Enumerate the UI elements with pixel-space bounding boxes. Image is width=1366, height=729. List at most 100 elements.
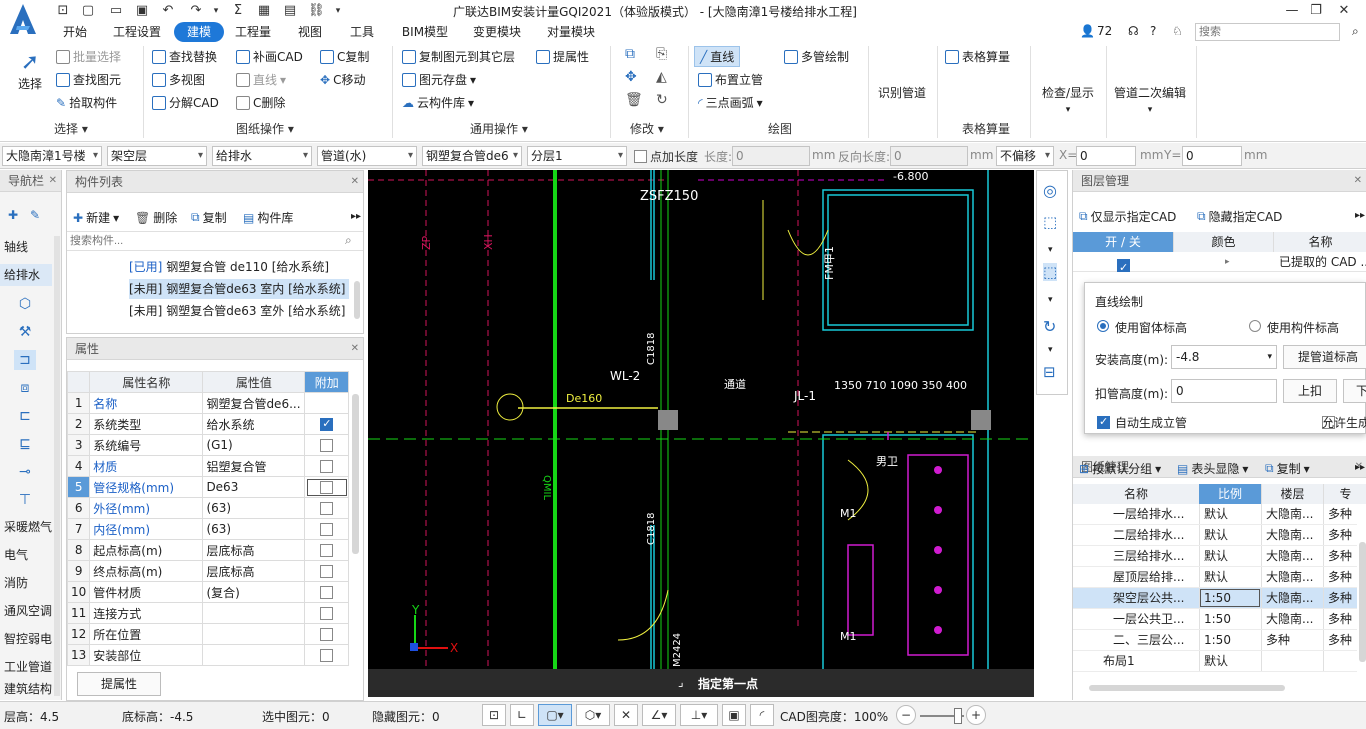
c-delete-button[interactable]: C删除 [236, 94, 285, 111]
property-value[interactable]: 钢塑复合管de6... [202, 392, 306, 414]
property-value[interactable]: (63) [202, 518, 306, 540]
group-by-default-button[interactable]: ⊞按默认分组 ▾ [1079, 461, 1162, 477]
drawing-scale[interactable]: 1:50 [1199, 588, 1261, 608]
extract-attribute-bottom-button[interactable]: 提属性 [77, 672, 161, 696]
x-input[interactable]: 0 [1076, 146, 1136, 166]
property-extra[interactable] [304, 455, 349, 477]
search-icon[interactable]: ⌕ [345, 233, 352, 247]
three-point-arc-button[interactable]: ◜三点画弧 ▾ [698, 95, 763, 111]
hide-cad-button[interactable]: ⧉隐藏指定CAD [1197, 209, 1283, 224]
property-extra[interactable] [304, 581, 349, 603]
3d-box-icon[interactable]: ⬡▾ [576, 704, 610, 726]
extra-checkbox[interactable] [320, 565, 334, 578]
close-icon[interactable]: ✕ [1354, 461, 1363, 472]
ortho-icon[interactable]: ∟ [510, 704, 534, 726]
extra-checkbox[interactable] [320, 460, 334, 473]
dropdown-icon[interactable]: ▾ [1048, 245, 1053, 255]
down-deduct-button[interactable]: 下 [1343, 379, 1366, 403]
help-icon[interactable]: ? [1150, 24, 1157, 38]
menu-quantity[interactable]: 工程量 [234, 25, 271, 39]
drawing-scale[interactable]: 默认 [1199, 525, 1261, 545]
property-value[interactable]: 给水系统 [202, 413, 306, 435]
extra-checkbox[interactable] [320, 649, 334, 662]
length-input[interactable]: 0 [732, 146, 810, 166]
install-height-input[interactable]: -4.8▾ [1171, 345, 1277, 369]
properties-scrollbar[interactable] [352, 394, 359, 554]
menu-bim-model[interactable]: BIM模型 [401, 25, 449, 39]
cloud-library-button[interactable]: ☁云构件库 ▾ [402, 95, 475, 111]
close-icon[interactable]: ✕ [48, 175, 57, 186]
explode-cad-button[interactable]: 分解CAD [152, 94, 219, 111]
redo-icon[interactable]: ↷ [190, 3, 202, 18]
drawing-scale[interactable]: 默认 [1199, 567, 1261, 587]
clipboard-icon[interactable]: ▤ [283, 3, 297, 18]
pipe-fitting-icon[interactable]: ⬡ [18, 296, 32, 312]
building-select[interactable]: 大隐南漳1号楼 [2, 146, 102, 166]
table-row[interactable]: 三层给排水...默认大隐南...多种 [1073, 546, 1357, 567]
grid-icon[interactable]: ▦ [257, 3, 271, 18]
brightness-slider-thumb[interactable] [954, 708, 962, 724]
property-extra[interactable] [304, 560, 349, 582]
property-value[interactable]: (G1) [202, 434, 306, 456]
offset-select[interactable]: 不偏移 [996, 146, 1054, 166]
multi-pipe-draw-button[interactable]: 多管绘制 [784, 48, 849, 65]
delete-component-button[interactable]: 🗑删除 [135, 210, 178, 226]
close-icon[interactable]: ✕ [350, 343, 359, 354]
valve-icon[interactable]: ⚒ [18, 324, 32, 340]
property-value[interactable] [202, 623, 306, 645]
list-item[interactable]: [未用] 钢塑复合管de63 室外 [给水系统] [129, 304, 346, 318]
extract-attribute-button[interactable]: 提属性 [536, 48, 589, 65]
property-extra[interactable] [304, 476, 349, 498]
view-settings-icon[interactable]: ⊟ [1043, 363, 1056, 381]
drawing-scrollbar-h[interactable] [1089, 685, 1285, 691]
drawing-scale[interactable]: 默认 [1199, 504, 1261, 524]
table-row[interactable]: 二层给排水...默认大隐南...多种 [1073, 525, 1357, 546]
property-value[interactable]: (63) [202, 497, 306, 519]
angle-icon[interactable]: ∠▾ [642, 704, 676, 726]
menu-tools[interactable]: 工具 [349, 25, 374, 39]
discipline-select[interactable]: 给排水 [212, 146, 312, 166]
lift-pipe-elev-button[interactable]: 提管道标高 [1283, 345, 1366, 369]
menu-start[interactable]: 开始 [62, 25, 87, 39]
3d-view-icon[interactable]: ⬚ [1043, 213, 1058, 231]
link-icon[interactable]: ⛓ [308, 3, 325, 18]
nav-scrollbar[interactable] [54, 236, 60, 696]
search-icon[interactable]: ⌕ [1352, 24, 1359, 38]
component-type-select[interactable]: 管道(水) [317, 146, 417, 166]
extra-checkbox[interactable] [320, 586, 334, 599]
list-scrollbar[interactable] [354, 281, 360, 319]
layer-row[interactable]: ▸ 已提取的 CAD ... [1073, 252, 1366, 278]
radio-component-elev[interactable] [1249, 320, 1261, 332]
c-move-button[interactable]: ✥C移动 [320, 72, 366, 88]
add-length-checkbox[interactable] [634, 150, 647, 163]
pipe-secondary-edit-button[interactable]: 管道二次编辑▾ [1114, 86, 1187, 115]
drawing-scale[interactable]: 默认 [1199, 546, 1261, 566]
shirt-icon[interactable]: ♘ [1172, 24, 1183, 38]
batch-select-button[interactable]: 批量选择 [56, 48, 121, 65]
property-value[interactable]: 层底标高 [202, 539, 306, 561]
extra-checkbox[interactable] [320, 607, 334, 620]
menu-modeling[interactable]: 建模 [174, 22, 224, 42]
cad-canvas[interactable]: Y X ZSFZ150 WL-2 De160 通道 JL-1 1350 710 … [368, 170, 1034, 697]
check-show-button[interactable]: 检查/显示▾ [1042, 86, 1095, 115]
extra-checkbox[interactable] [320, 628, 334, 641]
property-extra[interactable] [304, 623, 349, 645]
restore-icon[interactable]: ❐ [1310, 3, 1322, 18]
show-only-cad-button[interactable]: ⧉仅显示指定CAD [1079, 209, 1177, 224]
reverse-length-input[interactable]: 0 [890, 146, 968, 166]
copy-drawing-button[interactable]: ⧉复制 ▾ [1265, 461, 1310, 476]
close-icon[interactable]: ✕ [350, 176, 359, 187]
snap-icon[interactable]: ⊡ [482, 704, 506, 726]
property-extra[interactable] [304, 602, 349, 624]
property-extra[interactable] [304, 434, 349, 456]
copy-to-other-floor-button[interactable]: 复制图元到其它层 [402, 48, 515, 65]
minimize-icon[interactable]: — [1285, 3, 1299, 18]
c-copy-button[interactable]: C复制 [320, 48, 369, 65]
